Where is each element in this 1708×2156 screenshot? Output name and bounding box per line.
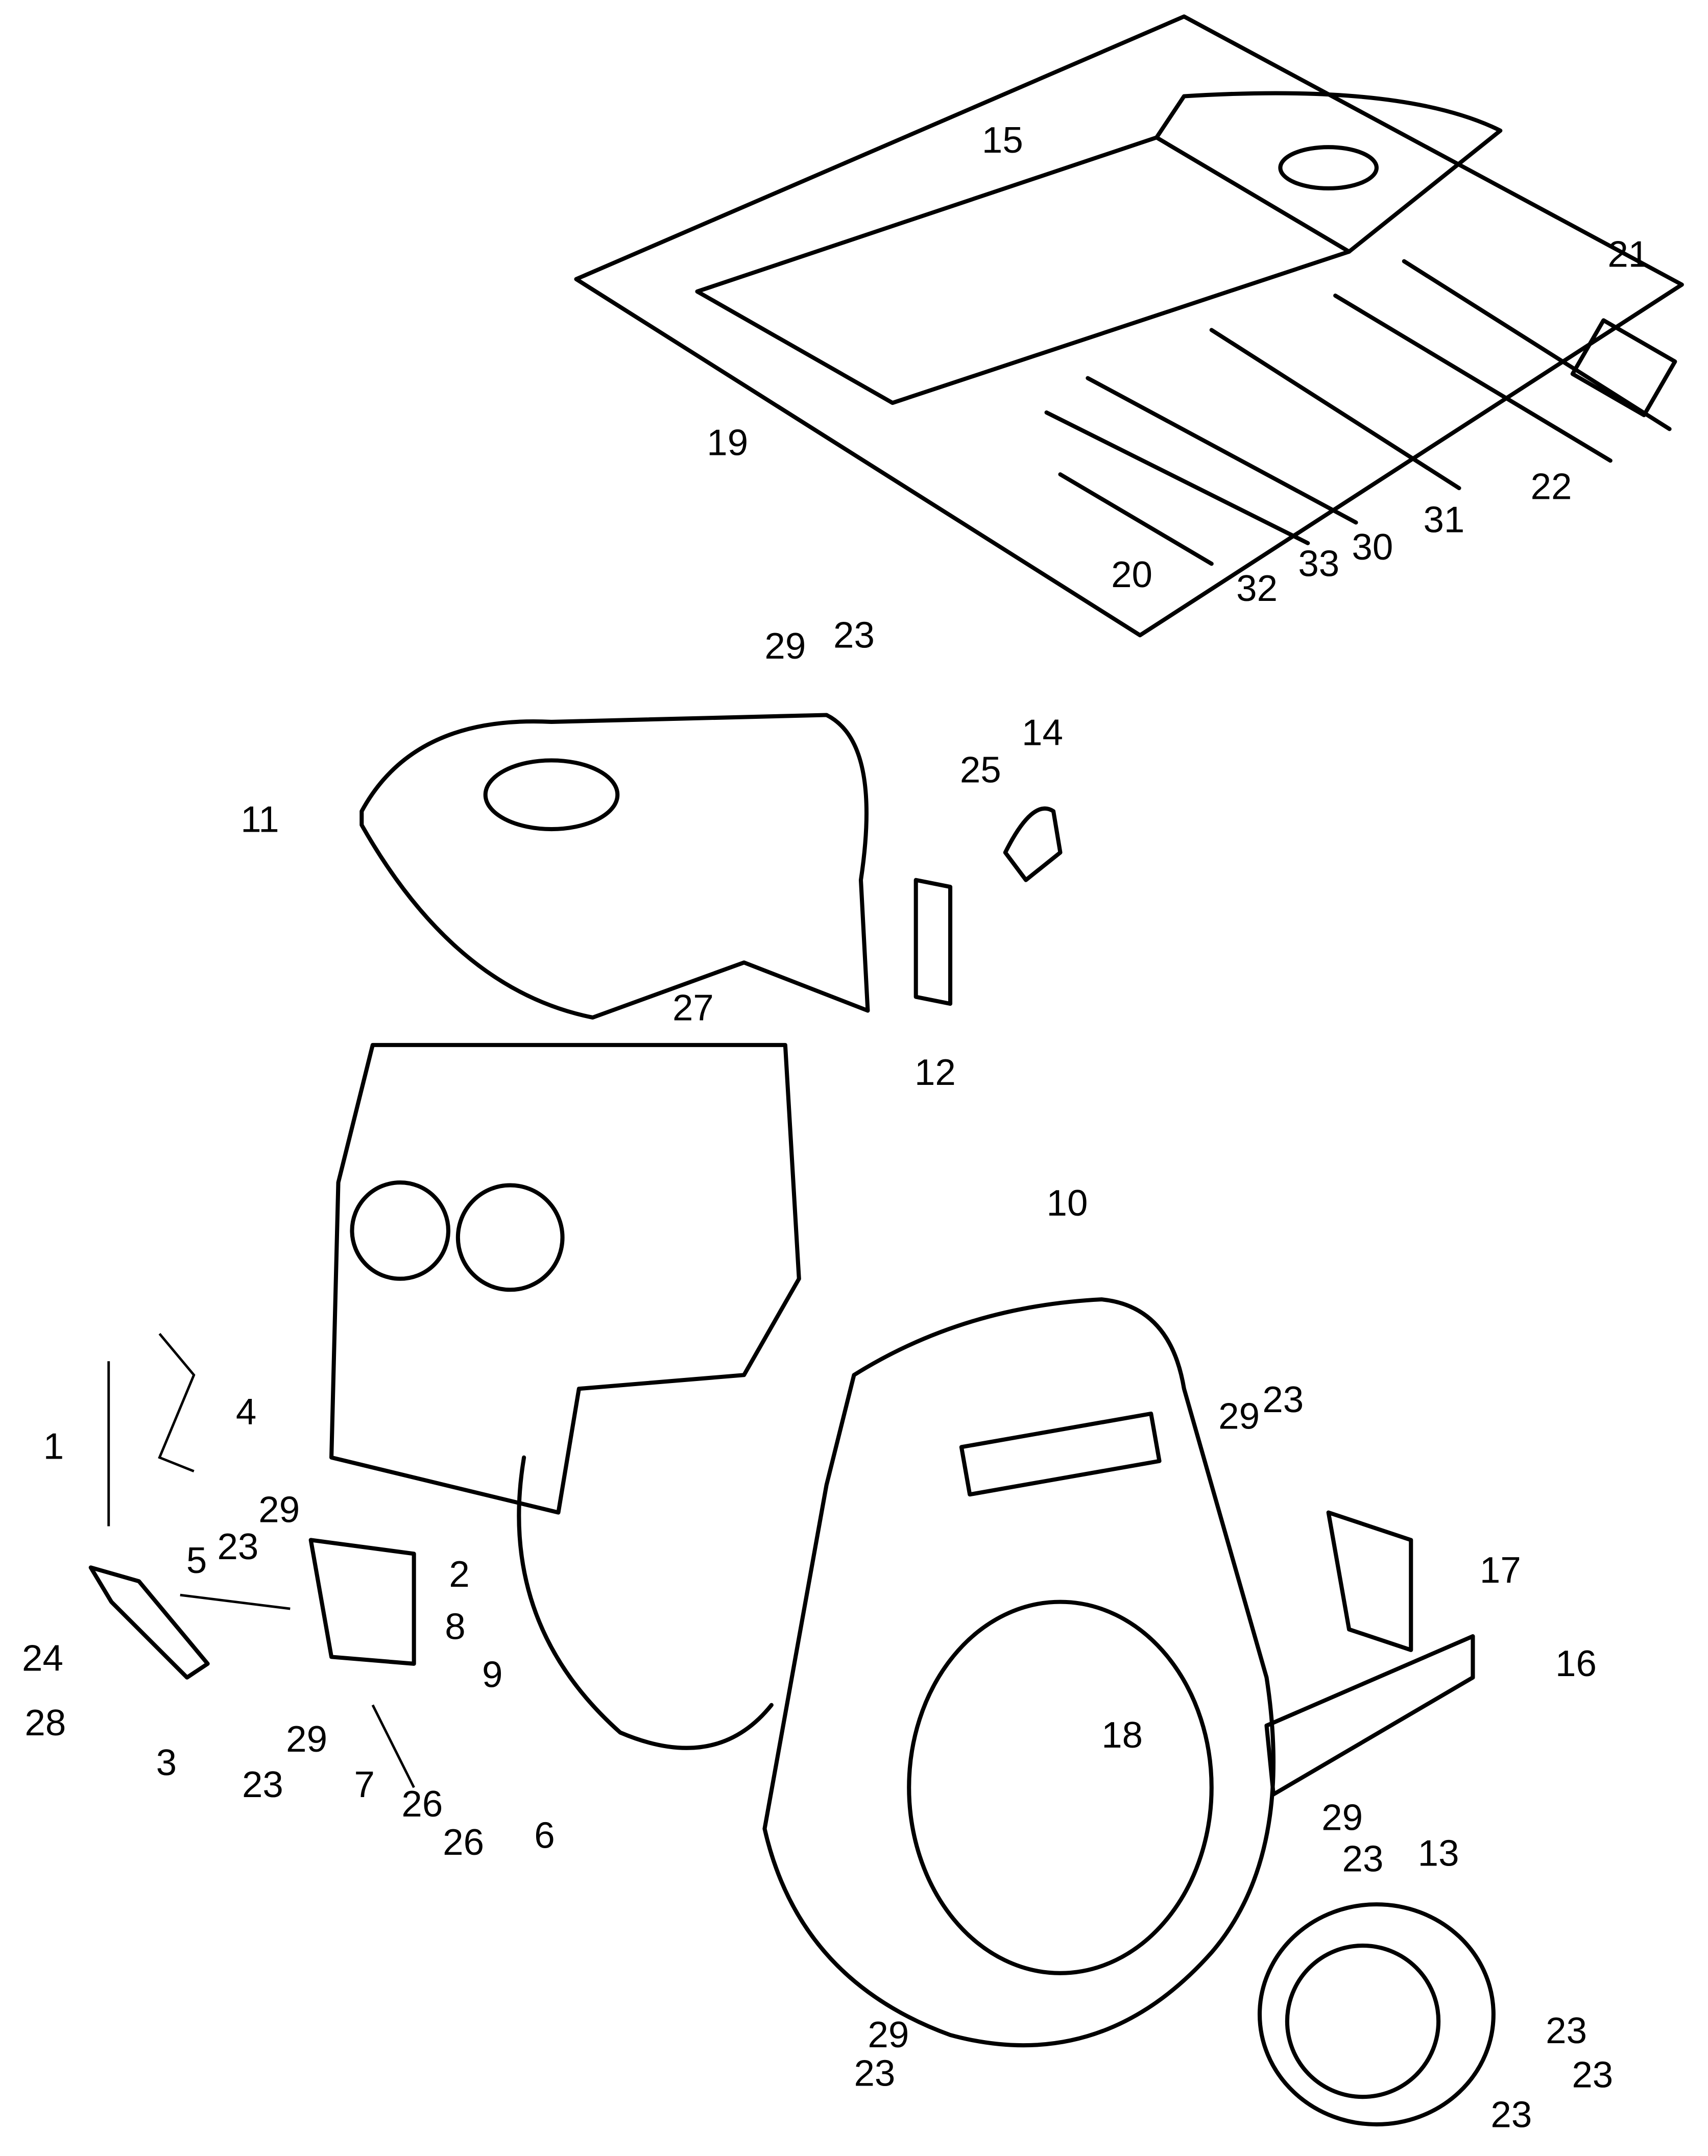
- callout-8: 8: [445, 1606, 465, 1647]
- callout-1: 1: [43, 1426, 64, 1467]
- callout-16: 16: [1555, 1643, 1597, 1684]
- callout-19: 19: [707, 422, 748, 463]
- callout-18: 18: [1101, 1714, 1143, 1756]
- callout-23: 23: [1490, 2094, 1532, 2135]
- callout-23: 23: [1546, 2010, 1587, 2051]
- callout-25: 25: [960, 749, 1001, 790]
- callout-23: 23: [854, 2053, 895, 2094]
- callout-29: 29: [1321, 1797, 1363, 1838]
- callout-32: 32: [1236, 568, 1278, 609]
- tool-tray: [574, 14, 1684, 638]
- recoil-starter: [1257, 1902, 1496, 2127]
- callout-12: 12: [915, 1052, 956, 1093]
- callout-21: 21: [1607, 233, 1649, 275]
- callout-4: 4: [236, 1391, 256, 1433]
- callout-22: 22: [1531, 466, 1572, 507]
- callout-30: 30: [1352, 526, 1393, 568]
- callout-23: 23: [1262, 1379, 1304, 1420]
- callout-29: 29: [868, 2014, 909, 2055]
- callout-7: 7: [354, 1764, 374, 1805]
- callout-26: 26: [401, 1783, 443, 1825]
- callout-28: 28: [25, 1702, 66, 1743]
- callout-14: 14: [1022, 712, 1063, 754]
- callout-33: 33: [1298, 543, 1339, 584]
- callout-11: 11: [240, 798, 279, 840]
- callout-20: 20: [1111, 554, 1152, 595]
- callout-15: 15: [982, 119, 1023, 161]
- callout-29: 29: [1218, 1395, 1260, 1437]
- callout-17: 17: [1480, 1549, 1521, 1591]
- callout-23: 23: [217, 1526, 258, 1567]
- callout-10: 10: [1047, 1182, 1088, 1224]
- callout-27: 27: [672, 987, 714, 1028]
- callout-23: 23: [242, 1764, 283, 1805]
- callout-13: 13: [1418, 1833, 1459, 1874]
- callout-3: 3: [156, 1742, 177, 1783]
- fan-housing: [762, 1297, 1276, 2048]
- callout-26: 26: [443, 1822, 484, 1863]
- callout-9: 9: [482, 1654, 502, 1695]
- engine-block: [329, 1043, 801, 1750]
- callout-5: 5: [186, 1540, 207, 1581]
- callout-24: 24: [22, 1637, 63, 1679]
- small-parts: [88, 806, 1475, 1797]
- engine-cover: [359, 713, 870, 1020]
- callout-23: 23: [1342, 1838, 1384, 1879]
- callout-6: 6: [534, 1815, 555, 1856]
- callout-29: 29: [258, 1489, 300, 1530]
- callout-29: 29: [286, 1718, 327, 1760]
- callout-23: 23: [1572, 2054, 1613, 2095]
- callout-29: 29: [764, 625, 806, 667]
- callout-2: 2: [449, 1554, 469, 1595]
- callout-31: 31: [1423, 499, 1464, 540]
- callout-23: 23: [833, 615, 875, 656]
